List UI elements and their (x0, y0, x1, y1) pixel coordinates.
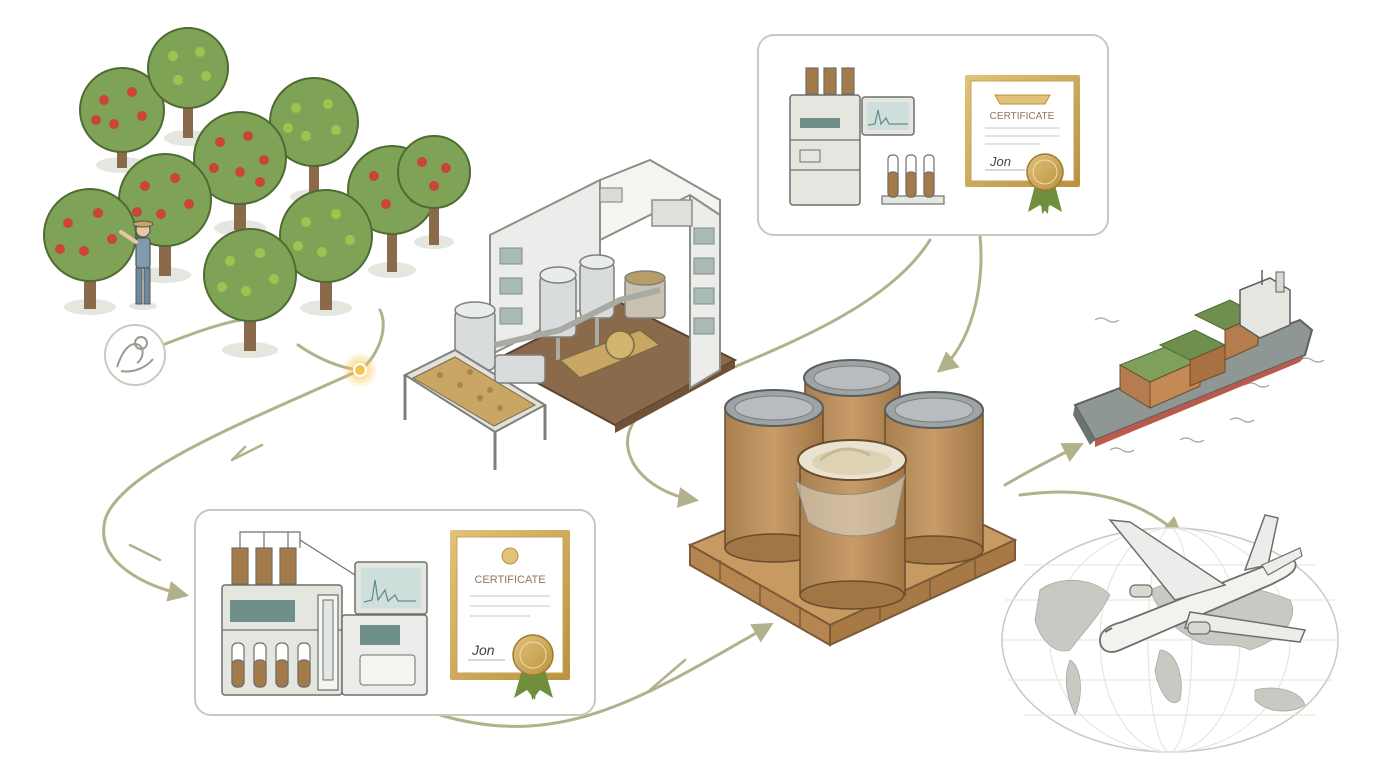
flow-line-to-ship (1003, 443, 1084, 487)
hands-harvest-icon (104, 324, 166, 386)
lab-panel-bottom: CERTIFICATE Jon (194, 509, 596, 716)
flow-line-lab-to-pallet (438, 622, 774, 728)
cargo-ship-icon (1073, 270, 1325, 453)
lab-analyzer-icon (221, 531, 428, 696)
award-seal-icon (1026, 153, 1064, 214)
lab-panel-top: CERTIFICATE Jon (757, 34, 1109, 236)
apple-tree-icon (279, 189, 373, 316)
apple-tree-icon (43, 188, 137, 315)
flow-line-to-plane (1018, 490, 1184, 538)
apple-tree-icon (193, 111, 287, 236)
apple-tree-icon (203, 228, 297, 358)
flow-chevrons (128, 443, 687, 692)
test-tube-rack-icon (881, 154, 945, 205)
fiber-drum-open-icon (794, 439, 907, 610)
certificate-signature-top: Jon (989, 154, 1011, 169)
certificate-title-bottom: CERTIFICATE (474, 574, 545, 586)
orchard (43, 27, 471, 386)
certificate-signature-bottom: Jon (471, 642, 495, 658)
airplane-icon (1099, 514, 1307, 653)
flow-line-toplab-to-drums (936, 233, 983, 373)
apple-tree-icon (79, 67, 165, 173)
test-tube-rack-icon (231, 642, 311, 688)
drum-group (724, 359, 984, 610)
farmer-icon (119, 220, 157, 310)
lab-analyzer-icon (789, 67, 915, 206)
apple-tree-icon (397, 135, 471, 249)
award-seal-icon (512, 634, 554, 700)
factory-icon (454, 158, 738, 433)
certificate-title-top: CERTIFICATE (990, 111, 1055, 122)
conveyor-icon (402, 348, 548, 470)
flow-line-orchard-to-lab (102, 368, 362, 602)
